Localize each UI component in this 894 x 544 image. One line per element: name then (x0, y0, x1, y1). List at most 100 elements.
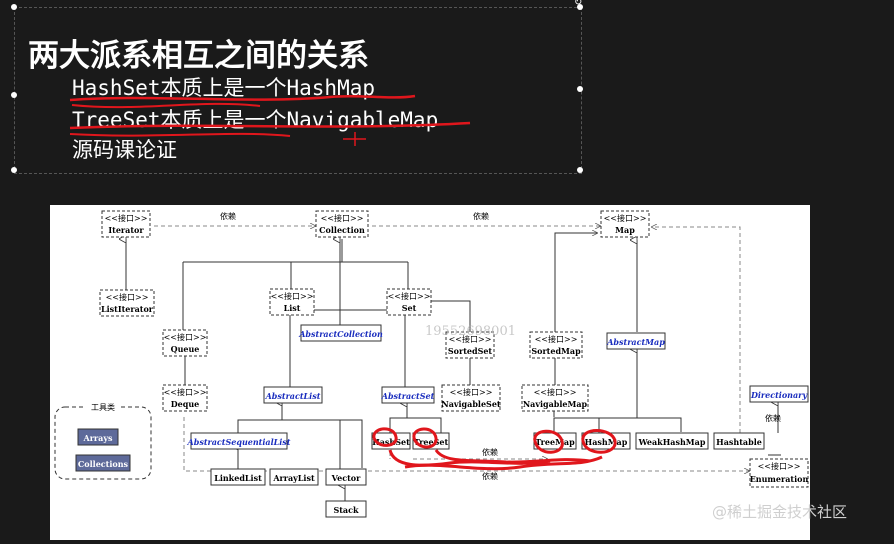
svg-text:TreeMap: TreeMap (535, 437, 575, 447)
svg-text:Collections: Collections (78, 459, 129, 469)
svg-text:<<接口>>: <<接口>> (449, 334, 492, 344)
dependency-labels: 依赖 依赖 依赖 依赖 依赖 (220, 211, 781, 481)
svg-text:HashSet: HashSet (372, 437, 410, 447)
svg-text:Set: Set (402, 303, 417, 313)
node-vector[interactable]: Vector (325, 468, 367, 486)
slide-line-1: HashSet本质上是一个HashMap (72, 76, 376, 100)
dependency-label: 依赖 (482, 447, 498, 457)
svg-text:<<接口>>: <<接口>> (271, 291, 314, 301)
node-map[interactable]: <<接口>> Map (600, 210, 650, 238)
node-collection[interactable]: <<接口>> Collection (315, 210, 369, 238)
node-sorted-map[interactable]: <<接口>> SortedMap (529, 331, 583, 359)
node-abstract-set[interactable]: AbstractSet (381, 386, 435, 404)
resize-handle-bottom[interactable] (577, 167, 583, 173)
pen-annotation-diagram (372, 427, 617, 471)
node-list[interactable]: <<接口>> List (269, 288, 315, 316)
svg-text:Vector: Vector (331, 473, 361, 483)
svg-text:Iterator: Iterator (108, 225, 144, 235)
svg-text:<<接口>>: <<接口>> (604, 213, 647, 223)
node-queue[interactable]: <<接口>> Queue (162, 329, 208, 357)
node-collections[interactable]: Collections (75, 454, 131, 472)
svg-text:AbstractSet: AbstractSet (381, 391, 435, 401)
site-watermark: @稀土掘金技术社区 (712, 503, 848, 521)
dependency-label: 依赖 (482, 471, 498, 481)
svg-text:Enumeration: Enumeration (750, 474, 809, 484)
svg-text:AbstractSequentialList: AbstractSequentialList (187, 437, 291, 447)
resize-handle-top-left[interactable] (11, 4, 17, 10)
node-linked-list[interactable]: LinkedList (210, 468, 266, 486)
svg-text:<<接口>>: <<接口>> (450, 387, 493, 397)
svg-text:LinkedList: LinkedList (214, 473, 262, 483)
node-directionary[interactable]: Directionary (749, 385, 809, 403)
slide-line-3: 源码课论证 (72, 138, 177, 162)
svg-text:<<接口>>: <<接口>> (105, 213, 148, 223)
svg-text:<<接口>>: <<接口>> (321, 213, 364, 223)
node-abstract-collection[interactable]: AbstractCollection (298, 324, 383, 342)
svg-text:WeakHashMap: WeakHashMap (638, 437, 706, 447)
node-navigable-set[interactable]: <<接口>> NavigableSet (441, 384, 501, 412)
node-enumeration[interactable]: <<接口>> Enumeration (749, 458, 809, 488)
slide-title: 两大派系相互之间的关系 (28, 38, 369, 74)
svg-text:NavigableSet: NavigableSet (441, 399, 501, 409)
svg-text:<<接口>>: <<接口>> (758, 461, 801, 471)
node-navigable-map[interactable]: <<接口>> NavigableMap (521, 384, 589, 412)
interface-nodes: <<接口>> Iterator <<接口>> Collection <<接口>>… (99, 210, 809, 488)
node-stack[interactable]: Stack (325, 500, 367, 518)
svg-text:<<接口>>: <<接口>> (164, 332, 207, 342)
svg-text:Queue: Queue (171, 344, 200, 354)
resize-handle-left[interactable] (11, 92, 17, 98)
svg-text:TreeSet: TreeSet (414, 437, 449, 447)
node-hashtable[interactable]: Hashtable (713, 432, 765, 450)
svg-text:<<接口>>: <<接口>> (388, 291, 431, 301)
dependency-label: 依赖 (473, 211, 489, 221)
svg-text:NavigableMap: NavigableMap (523, 399, 588, 409)
node-abstract-list[interactable]: AbstractList (263, 386, 323, 404)
svg-text:<<接口>>: <<接口>> (535, 334, 578, 344)
concrete-nodes: HashSet TreeSet TreeMap HashMap WeakHash… (210, 432, 765, 518)
svg-text:Stack: Stack (333, 505, 359, 515)
svg-text:ListIterator: ListIterator (101, 304, 154, 314)
svg-text:Deque: Deque (171, 399, 200, 409)
diagram-canvas: <<接口>> Iterator <<接口>> Collection <<接口>>… (54, 210, 809, 518)
svg-text:<<接口>>: <<接口>> (164, 387, 207, 397)
svg-text:<<接口>>: <<接口>> (534, 387, 577, 397)
svg-text:AbstractCollection: AbstractCollection (298, 329, 383, 339)
tools-group: 工具类 Arrays Collections (54, 402, 152, 480)
abstract-nodes: AbstractCollection AbstractMap AbstractL… (187, 324, 809, 450)
node-list-iterator[interactable]: <<接口>> ListIterator (99, 289, 155, 317)
dependency-label: 依赖 (765, 413, 781, 423)
svg-text:SortedSet: SortedSet (448, 346, 493, 356)
node-arrays[interactable]: Arrays (77, 428, 119, 446)
resize-handle-top[interactable] (577, 4, 583, 10)
svg-text:List: List (284, 303, 301, 313)
svg-text:Arrays: Arrays (83, 433, 113, 443)
node-tree-map[interactable]: TreeMap (533, 432, 577, 450)
svg-text:AbstractList: AbstractList (265, 391, 321, 401)
node-array-list[interactable]: ArrayList (269, 468, 319, 486)
node-iterator[interactable]: <<接口>> Iterator (101, 210, 151, 238)
svg-text:<<接口>>: <<接口>> (106, 292, 149, 302)
svg-text:HashMap: HashMap (585, 437, 628, 447)
node-sorted-set[interactable]: <<接口>> SortedSet (445, 331, 495, 359)
rotate-handle-icon[interactable]: ↻ (574, 0, 583, 8)
collection-map-diagram: <<接口>> Iterator <<接口>> Collection <<接口>>… (50, 205, 810, 540)
node-hash-map[interactable]: HashMap (581, 432, 631, 450)
resize-handle-bottom-left[interactable] (11, 167, 17, 173)
node-abstract-sequential-list[interactable]: AbstractSequentialList (187, 432, 291, 450)
dependency-label: 依赖 (220, 211, 236, 221)
svg-text:Directionary: Directionary (750, 390, 808, 400)
tools-label: 工具类 (91, 402, 115, 412)
resize-handle-right[interactable] (577, 86, 583, 92)
svg-text:Collection: Collection (319, 225, 365, 235)
svg-text:ArrayList: ArrayList (272, 473, 315, 483)
slide-line-2: TreeSet本质上是一个NavigableMap (72, 108, 439, 132)
node-deque[interactable]: <<接口>> Deque (162, 384, 208, 412)
svg-text:AbstractMap: AbstractMap (606, 337, 665, 347)
node-abstract-map[interactable]: AbstractMap (606, 332, 666, 350)
svg-text:Map: Map (615, 225, 635, 235)
svg-text:SortedMap: SortedMap (531, 346, 581, 356)
svg-text:Hashtable: Hashtable (716, 437, 762, 447)
overlay-number: 19552698001 (425, 324, 516, 339)
node-set[interactable]: <<接口>> Set (386, 288, 432, 316)
node-weak-hash-map[interactable]: WeakHashMap (635, 432, 709, 450)
